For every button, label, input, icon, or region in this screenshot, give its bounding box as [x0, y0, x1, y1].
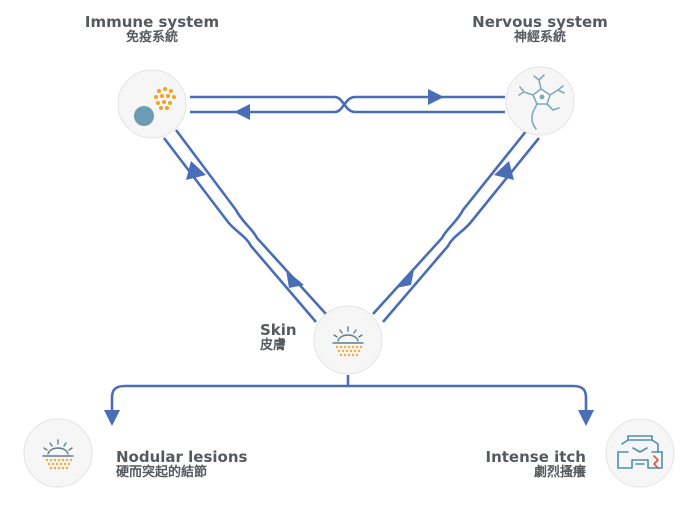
skin-label-en: Skin: [260, 321, 297, 339]
nervous-label-en: Nervous system: [472, 13, 608, 31]
arrow-head-to-skin-from-nervous: [396, 270, 414, 288]
immune-node: [117, 69, 187, 139]
nervous-label: Nervous system 神經系統: [460, 13, 620, 46]
scratching-itch-icon: [617, 435, 663, 469]
immune-skin-connector: [162, 129, 327, 323]
immune-label-zh: 免疫系統: [125, 30, 178, 46]
skin-node: [313, 305, 383, 375]
arrow-head-to-immune-from-skin: [186, 161, 206, 180]
arrow-head-to-immune: [234, 104, 250, 120]
arrow-head-to-nervous: [428, 89, 444, 105]
immune-label-en: Immune system: [84, 13, 220, 31]
itch-label-zh: 劇烈搔癢: [533, 465, 586, 481]
arrow-head-to-itch: [578, 410, 594, 426]
arrow-head-to-skin-from-immune: [286, 270, 304, 288]
nodular-label: Nodular lesions 硬而突起的結節: [116, 448, 286, 481]
nodular-lesion-icon: [42, 439, 74, 470]
nervous-label-zh: 神經系統: [513, 30, 566, 46]
neuron-icon: [518, 74, 565, 130]
nodular-label-en: Nodular lesions: [116, 448, 248, 466]
arrow-head-to-nodular: [104, 410, 120, 426]
nervous-skin-connector: [372, 129, 541, 323]
nodular-node: [23, 418, 93, 488]
skin-outcome-connector: [110, 375, 588, 412]
immune-label: Immune system 免疫系統: [72, 13, 232, 46]
arrow-head-to-nervous-from-skin: [494, 161, 514, 180]
itch-label-en: Intense itch: [485, 448, 587, 466]
immune-cells-icon: [134, 87, 176, 126]
skin-label-zh: 皮膚: [260, 338, 287, 354]
skin-label: Skin 皮膚: [260, 321, 320, 354]
immune-nervous-connector: [190, 95, 505, 114]
itch-label: Intense itch 劇烈搔癢: [450, 448, 587, 481]
nervous-node: [505, 66, 575, 136]
nodular-label-zh: 硬而突起的結節: [116, 465, 208, 481]
itch-node: [605, 418, 675, 488]
skin-icon: [332, 326, 364, 357]
